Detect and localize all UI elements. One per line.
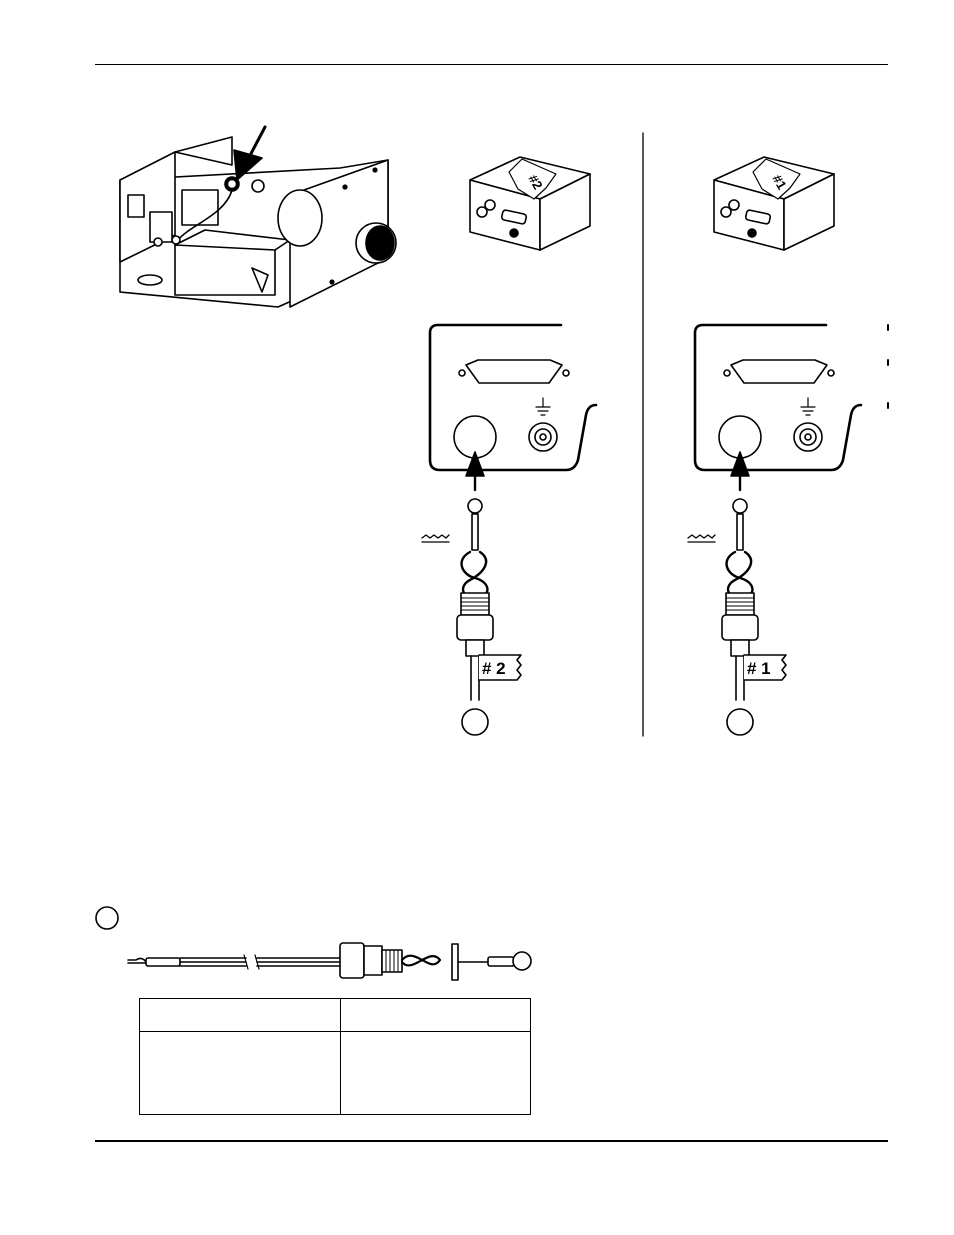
- table-header-row: [140, 999, 530, 1032]
- arrow-icon: [233, 149, 263, 181]
- cable-assembly-drawing: [95, 906, 532, 981]
- ground-icon: [535, 397, 551, 416]
- callout-circle-left: [461, 708, 489, 736]
- chassis-illustration: [119, 125, 397, 308]
- ground-icon: [800, 397, 816, 416]
- cable-tag-left: # 2: [482, 659, 506, 678]
- cable-spec-table: [139, 998, 531, 1115]
- arrow-up-icon: [465, 451, 485, 477]
- header-rule: [95, 64, 888, 65]
- right-panel: [687, 156, 889, 736]
- box-tag-left: #2: [525, 172, 545, 192]
- left-panel: [421, 156, 598, 736]
- callout-circle-bottom: [95, 906, 119, 930]
- callout-circle-right: [726, 708, 754, 736]
- footer-rule: [95, 1140, 888, 1142]
- table-column-divider: [340, 999, 341, 1114]
- cable-tag-right: # 1: [747, 659, 771, 678]
- arrow-up-icon: [730, 451, 750, 477]
- box-tag-right: #1: [769, 172, 789, 192]
